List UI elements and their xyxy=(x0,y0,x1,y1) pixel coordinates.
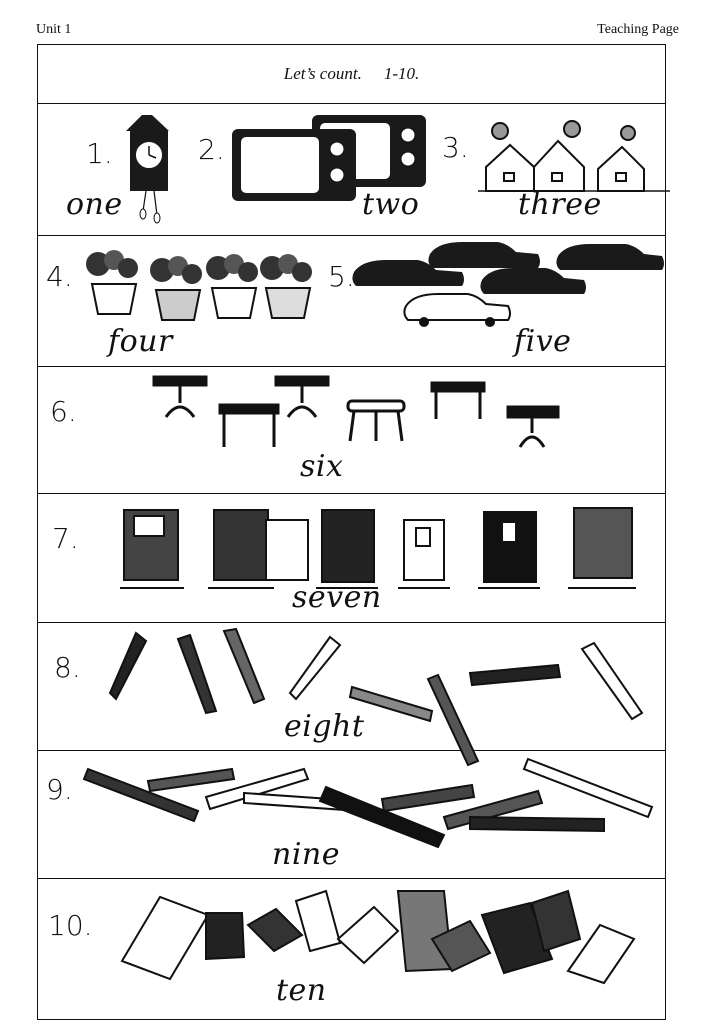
word-eight: eight xyxy=(284,709,365,744)
word-five: five xyxy=(514,324,572,359)
row-9: 9. nine xyxy=(38,751,665,879)
word-nine: nine xyxy=(272,837,340,872)
unit-label: Unit 1 xyxy=(36,22,72,37)
number-2: 2. xyxy=(198,133,225,166)
number-3: 3. xyxy=(442,131,469,164)
page-type-label: Teaching Page xyxy=(597,22,679,37)
ruler-icon-group xyxy=(82,757,654,849)
row-7: 7. seven xyxy=(38,494,665,623)
row-9-art xyxy=(82,757,654,849)
house-icon-group xyxy=(478,120,670,192)
number-5: 5. xyxy=(328,260,355,293)
word-ten: ten xyxy=(276,973,327,1008)
row-6: 6. six xyxy=(38,367,665,494)
flower-pot-icon-group xyxy=(86,250,312,321)
row-1-2-3-art xyxy=(126,115,670,224)
word-three: three xyxy=(518,187,602,222)
row-1-2-3: 1. 2. 3. one two three xyxy=(38,103,670,236)
row-6-art xyxy=(152,375,560,448)
row-8: 8. eight xyxy=(38,623,665,767)
book-icon-group xyxy=(120,889,636,985)
number-4: 4. xyxy=(46,260,73,293)
television-icon-group xyxy=(232,115,426,201)
row-4-5-art xyxy=(86,242,664,327)
row-4-5: 4. 5. four five xyxy=(38,236,665,367)
number-6: 6. xyxy=(50,395,77,428)
number-10: 10. xyxy=(48,909,93,942)
title-range: 1-10. xyxy=(383,64,420,83)
number-7: 7. xyxy=(52,522,79,555)
number-8: 8. xyxy=(54,651,81,684)
number-1: 1. xyxy=(86,137,113,170)
door-icon-group xyxy=(120,507,636,589)
word-one: one xyxy=(66,187,123,222)
row-10-art xyxy=(120,889,636,985)
word-four: four xyxy=(108,324,173,359)
pencil-icon-group xyxy=(108,627,644,767)
title-text: Let’s count. xyxy=(283,64,362,83)
stool-table-icon-group xyxy=(152,375,560,448)
row-7-art xyxy=(120,507,636,589)
word-six: six xyxy=(300,449,344,484)
row-8-art xyxy=(108,627,644,767)
word-two: two xyxy=(362,187,420,222)
car-icon-group xyxy=(352,242,664,327)
clock-icon xyxy=(126,115,169,224)
row-10: 10. ten xyxy=(38,879,665,1021)
number-9: 9. xyxy=(46,773,73,806)
word-seven: seven xyxy=(292,580,382,615)
counting-sheet: Let’s count. 1-10. xyxy=(37,44,670,1021)
page-title: Let’s count. 1-10. xyxy=(38,45,665,104)
